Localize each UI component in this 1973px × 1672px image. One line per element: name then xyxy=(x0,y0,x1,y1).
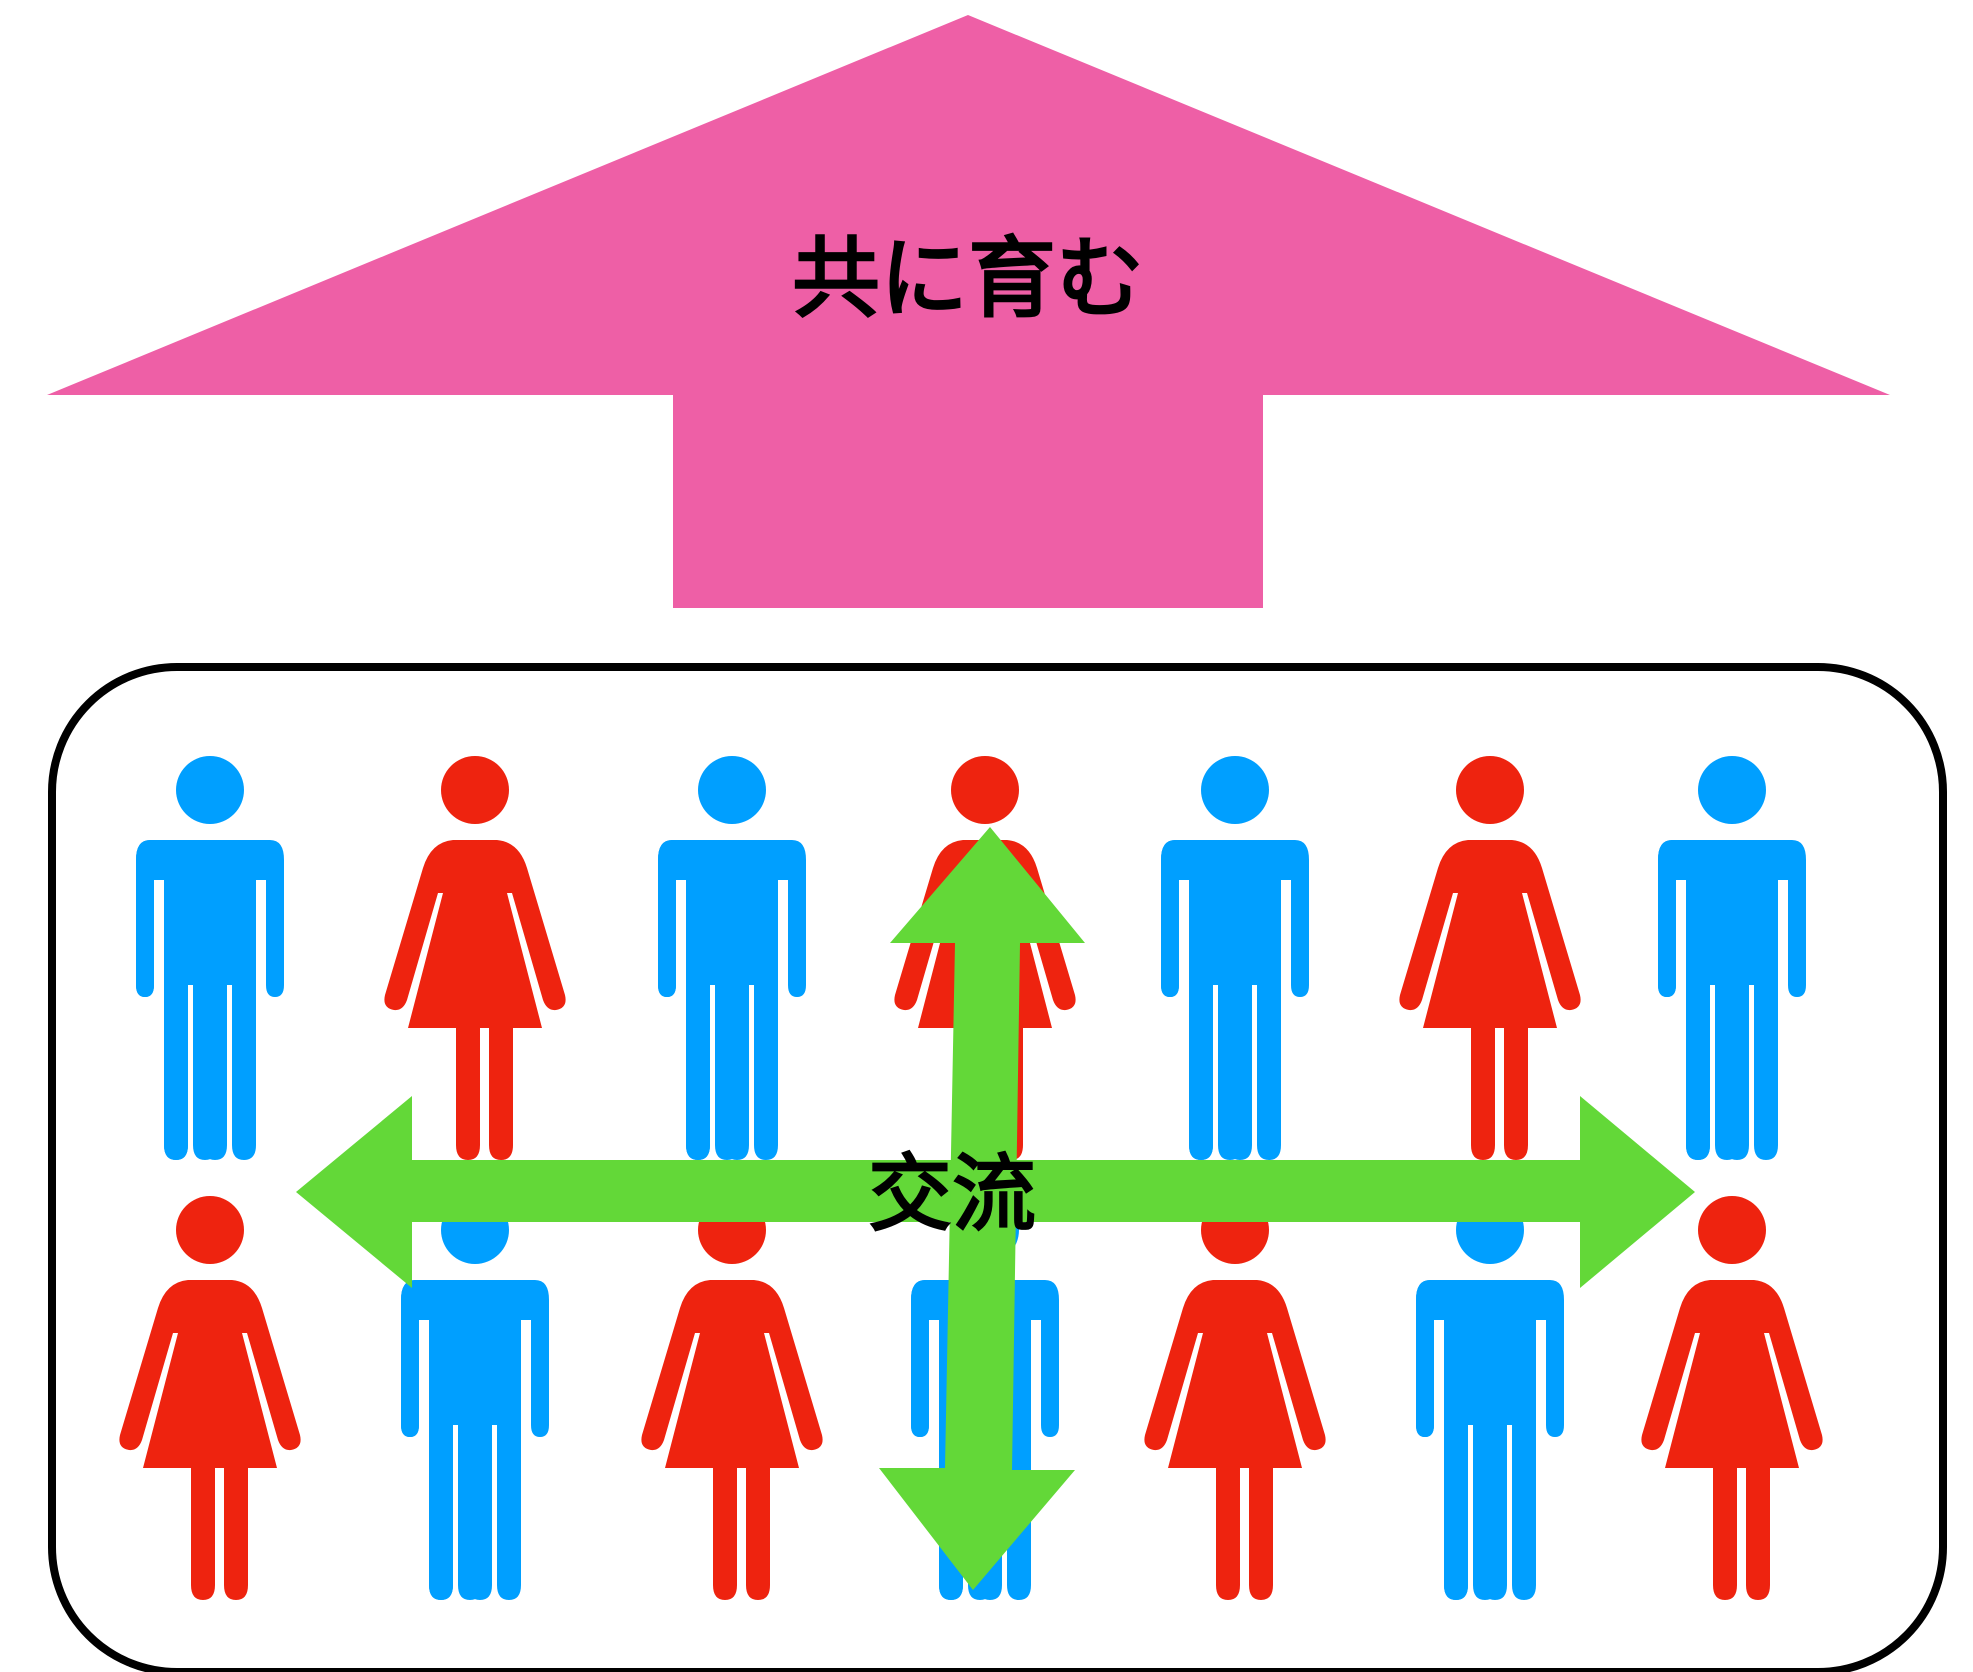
interaction-label: 交流 xyxy=(868,1145,1036,1243)
grow-together-label: 共に育む xyxy=(792,227,1144,330)
grow-together-arrow xyxy=(47,15,1890,608)
vertical-double-arrow xyxy=(879,827,1085,1590)
